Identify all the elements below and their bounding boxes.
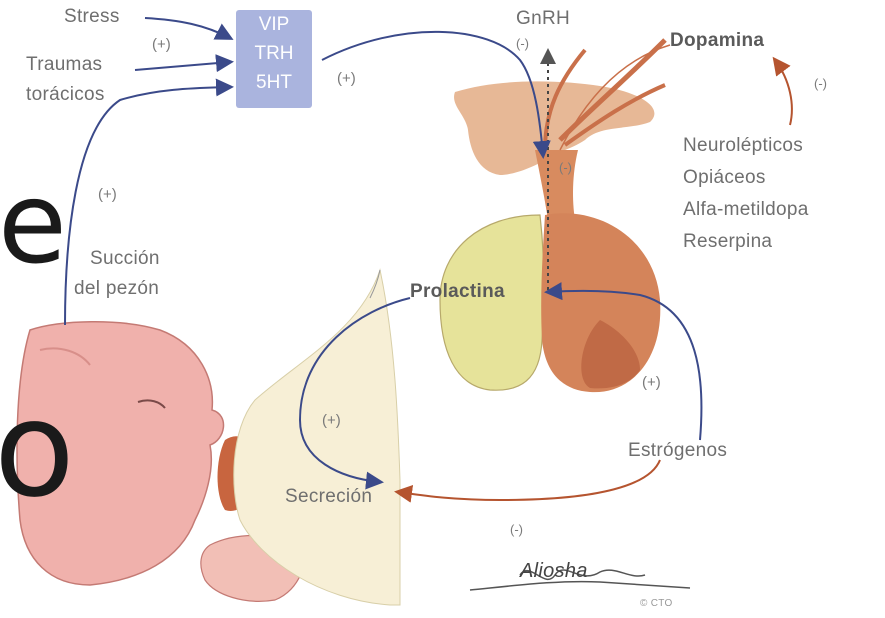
sign-hypothalamus: (+): [337, 70, 356, 87]
label-dopamina: Dopamina: [670, 30, 764, 52]
pituitary-illustration: [440, 40, 665, 392]
label-prolactina: Prolactina: [410, 281, 505, 303]
drug-opiaceos: Opiáceos: [683, 167, 766, 189]
hormone-trh: TRH: [236, 39, 312, 68]
overlay-letter-o: o: [0, 384, 75, 516]
hormone-box: VIP TRH 5HT: [236, 10, 312, 108]
label-succion: Succión: [90, 248, 160, 270]
hormone-vip: VIP: [236, 10, 312, 39]
label-estrogenos: Estrógenos: [628, 440, 727, 462]
label-stress: Stress: [64, 6, 120, 28]
sign-estrogens-secretion: (-): [510, 522, 523, 537]
label-pezon: del pezón: [74, 278, 159, 300]
sign-secretion: (+): [322, 412, 341, 429]
label-gnrh: GnRH: [516, 8, 570, 30]
copyright: © CTO: [640, 598, 673, 609]
label-traumas: Traumas: [26, 54, 102, 76]
sign-pituitary: (-): [559, 160, 572, 175]
sign-stress: (+): [152, 36, 171, 53]
signature: Aliosha: [520, 560, 588, 583]
drug-neurolepticos: Neurolépticos: [683, 135, 803, 157]
label-secrecion: Secreción: [285, 486, 372, 508]
sign-estrogens-prolactin: (+): [642, 374, 661, 391]
sign-gnrh: (-): [516, 36, 529, 51]
hormone-5ht: 5HT: [236, 68, 312, 97]
label-toracicos: torácicos: [26, 84, 105, 106]
drug-alfa-metildopa: Alfa-metildopa: [683, 199, 809, 221]
overlay-letter-e: e: [0, 168, 67, 280]
sign-dopamine: (-): [814, 76, 827, 91]
drug-reserpina: Reserpina: [683, 231, 772, 253]
sign-suction: (+): [98, 186, 117, 203]
